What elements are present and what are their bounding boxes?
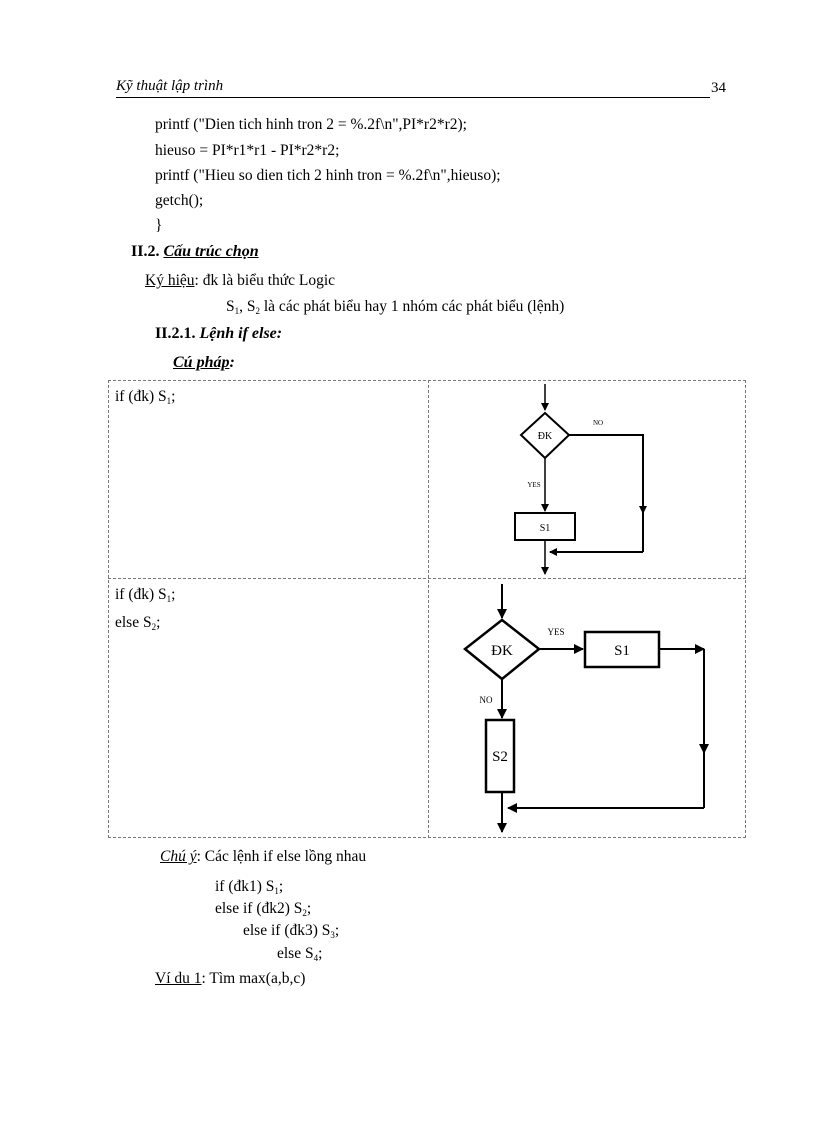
running-header-title: Kỹ thuật lập trình — [116, 78, 224, 94]
code-text: ; — [171, 586, 176, 603]
section-number: II.2. — [131, 243, 160, 260]
code-line: } — [155, 217, 163, 234]
code-text: ; — [318, 945, 323, 962]
statement-box-s1 — [514, 512, 576, 541]
decision-label: ĐK — [538, 431, 553, 442]
code-text: ; — [278, 878, 284, 895]
notation-text: : đk là biểu thức Logic — [194, 272, 336, 289]
section-title: Cấu trúc chọn — [163, 243, 259, 260]
code-text: ; — [156, 614, 161, 631]
subscript: 2 — [302, 908, 307, 918]
no-label: NO — [593, 419, 603, 427]
if-else-flowchart: ĐK YES S1 NO S2 — [462, 584, 709, 833]
code-text: if (đk) S — [115, 586, 167, 603]
code-line: printf ("Hieu so dien tich 2 hinh tron =… — [155, 167, 501, 184]
note-text: : Các lệnh if else lồng nhau — [196, 848, 367, 865]
statement-yes-label: S1 — [614, 643, 630, 659]
statement-label: S1 — [540, 523, 551, 534]
row1-code: if (đk) S1; — [115, 388, 175, 406]
subscript: 1 — [274, 886, 279, 896]
subscript: 1 — [234, 306, 240, 316]
code-text: ; — [171, 388, 176, 405]
subscript: 1 — [166, 396, 172, 406]
subsection-title: Lệnh if else: — [199, 325, 283, 342]
subsection-number: II.2.1. — [155, 325, 196, 342]
code-line: hieuso = PI*r1*r1 - PI*r2*r2; — [155, 142, 340, 159]
row2-code-line-2: else S2; — [115, 614, 160, 632]
s2-symbol: , S — [239, 298, 256, 315]
note-label: Chú ý — [160, 848, 197, 865]
nested-line: else S4; — [277, 945, 322, 963]
subscript: 2 — [151, 622, 157, 632]
subscript: 4 — [313, 953, 319, 963]
subscript: 2 — [255, 306, 261, 316]
example-text: : Tìm max(a,b,c) — [201, 970, 306, 987]
note-line: Chú ý: Các lệnh if else lồng nhau — [160, 848, 366, 866]
subsection-heading: II.2.1. Lệnh if else: — [155, 325, 282, 343]
subscript: 1 — [166, 594, 172, 604]
if-flowchart: ĐK NO YES S1 — [514, 384, 647, 575]
nested-line: else if (đk2) S2; — [215, 900, 311, 918]
header-rule — [116, 97, 710, 98]
nested-line: if (đk1) S1; — [215, 878, 283, 896]
s1-symbol: S — [226, 298, 235, 315]
table-row-divider — [108, 578, 746, 579]
code-text: else if (đk3) S — [243, 922, 331, 939]
decision-label: ĐK — [491, 643, 513, 659]
code-text: if (đk) S — [115, 388, 167, 405]
syntax-colon: : — [229, 354, 235, 371]
code-text: ; — [334, 922, 340, 939]
syntax-table — [108, 380, 746, 838]
example-line: Ví du 1: Tìm max(a,b,c) — [155, 970, 305, 988]
syntax-heading: Cú pháp: — [173, 354, 235, 372]
example-label: Ví du 1 — [155, 970, 202, 987]
no-label: NO — [480, 695, 493, 705]
code-text: else S — [277, 945, 314, 962]
nested-line: else if (đk3) S3; — [243, 922, 339, 940]
code-text: ; — [306, 900, 312, 917]
statement-box-s2 — [484, 718, 516, 794]
notation-text: là các phát biểu hay 1 nhóm các phát biể… — [260, 298, 565, 315]
section-heading: II.2. Cấu trúc chọn — [131, 243, 259, 261]
code-text: else S — [115, 614, 152, 631]
statement-box-s1 — [583, 630, 661, 669]
statement-no-label: S2 — [492, 749, 508, 765]
code-text: if (đk1) S — [215, 878, 275, 895]
code-text: else if (đk2) S — [215, 900, 303, 917]
code-line: getch(); — [155, 192, 204, 209]
syntax-label: Cú pháp — [173, 354, 230, 371]
row2-code-line-1: if (đk) S1; — [115, 586, 175, 604]
code-line: printf ("Dien tich hinh tron 2 = %.2f\n"… — [155, 116, 467, 133]
table-column-divider — [428, 380, 429, 838]
page-number: 34 — [711, 80, 726, 96]
yes-label: YES — [527, 481, 540, 489]
notation-line-1: Ký hiệu: đk là biểu thức Logic — [145, 272, 335, 290]
no-path-arrow — [569, 434, 647, 514]
subscript: 3 — [330, 930, 335, 940]
notation-line-2: S1, S2 là các phát biểu hay 1 nhóm các p… — [226, 298, 564, 316]
yes-label: YES — [547, 627, 564, 637]
notation-label: Ký hiệu — [145, 272, 195, 289]
